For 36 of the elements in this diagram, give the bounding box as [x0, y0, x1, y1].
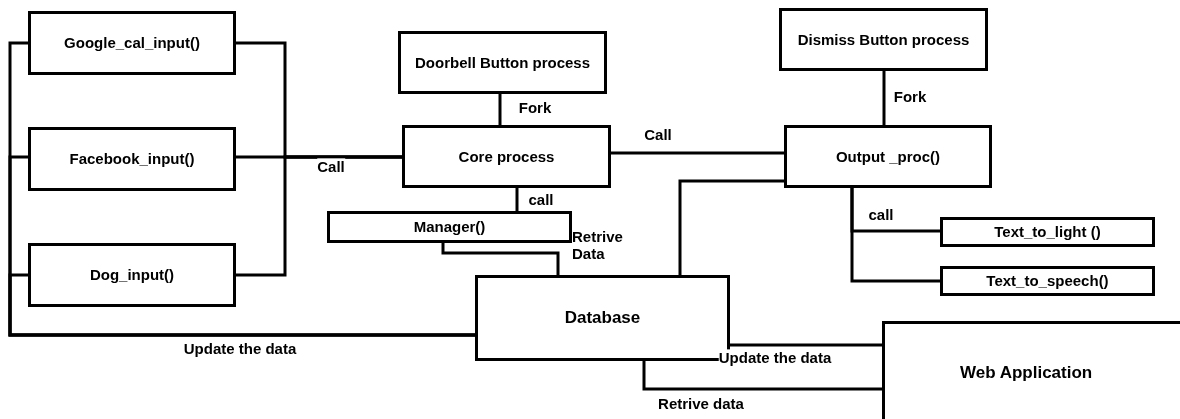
function-box: [940, 217, 1155, 247]
node-label: Dog_input(): [88, 267, 176, 283]
function-box: [327, 211, 572, 243]
node-label: Dismiss Button process: [796, 31, 971, 48]
function-box: [28, 11, 236, 75]
edge-label: Update the data: [718, 349, 832, 367]
node-label: Database: [563, 309, 642, 327]
connector-line: [515, 188, 519, 211]
connector-line: [882, 71, 886, 125]
function-box: [28, 127, 236, 191]
connector-line: [236, 155, 402, 277]
function-box: [28, 243, 236, 307]
connector-line: [730, 343, 882, 347]
node-label: Facebook_input(): [68, 151, 196, 167]
edge-label: Update the data: [183, 340, 297, 358]
node-label: Text_to_speech(): [985, 273, 1110, 289]
connector-line: [441, 243, 560, 275]
node-label: Text_to_light (): [993, 224, 1102, 240]
connector-line: [8, 273, 475, 337]
connector-line: [642, 361, 882, 391]
connector-line: [850, 188, 940, 283]
process-box: [398, 31, 607, 94]
node-label: Manager(): [412, 219, 487, 235]
node-label: Google_cal_input(): [63, 35, 201, 51]
process-box: [402, 125, 611, 188]
node-label: Output _proc(): [834, 148, 942, 165]
function-box: [940, 266, 1155, 296]
application-box: [882, 321, 1180, 419]
node-label: Doorbell Button process: [414, 54, 591, 71]
node-label: Web Application: [959, 362, 1093, 382]
node-label: Core process: [457, 148, 556, 165]
connector-line: [611, 151, 784, 155]
connector-line: [498, 94, 502, 125]
function-box: [784, 125, 992, 188]
process-box: [779, 8, 988, 71]
connector-line: [678, 179, 784, 275]
